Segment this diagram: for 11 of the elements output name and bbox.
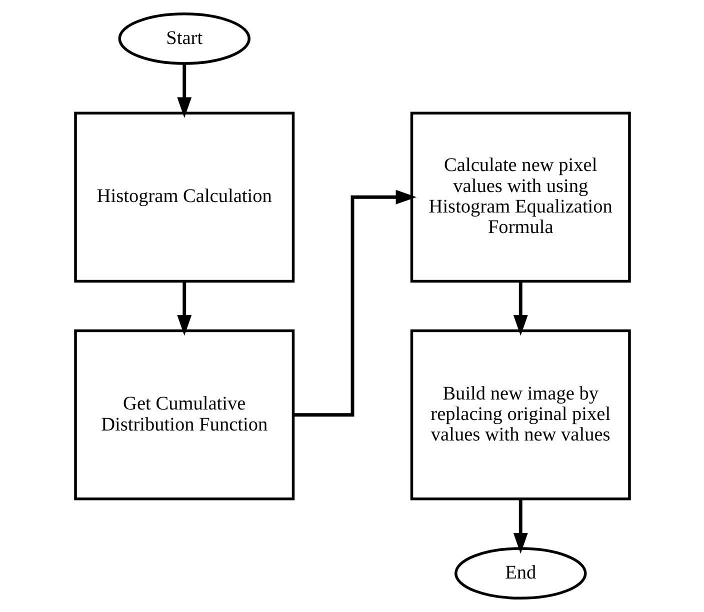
arrow	[293, 190, 416, 417]
node-box: Calculate new pixel values with using Histogram Equalization Formula	[410, 112, 630, 283]
node-ellipse: Start	[118, 12, 250, 65]
arrow	[176, 64, 192, 118]
arrow	[512, 499, 528, 554]
arrow	[512, 281, 528, 336]
node-box: Histogram Calculation	[74, 112, 294, 283]
node-box: Build new image by replacing original pixel values with new values	[410, 329, 630, 500]
node-ellipse: End	[454, 547, 586, 600]
arrow	[176, 281, 192, 336]
node-box: Get Cumulative Distribution Function	[74, 329, 294, 500]
